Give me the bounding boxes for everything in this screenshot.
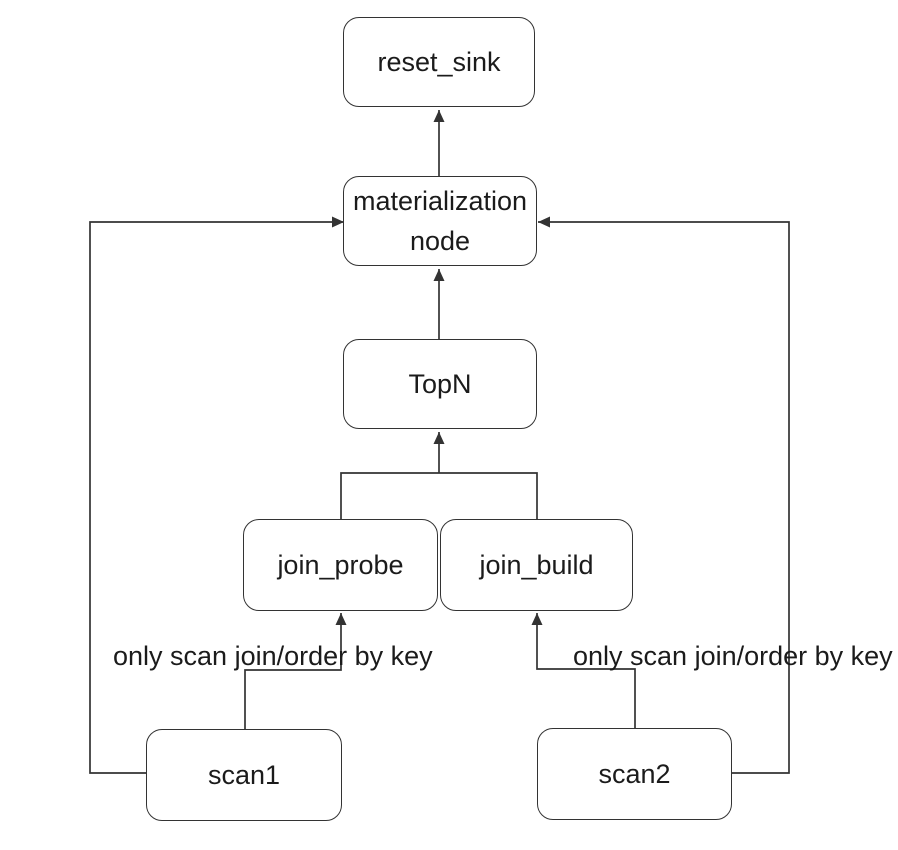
node-scan1-label: scan1 bbox=[207, 760, 281, 790]
node-join-probe-label: join_probe bbox=[277, 550, 404, 580]
edge-scan2-to-materialization bbox=[538, 216, 790, 774]
edge-scan2-to-join-build bbox=[531, 613, 636, 728]
node-join-probe: join_probe bbox=[243, 519, 438, 611]
edge-label-right: only scan join/order by key bbox=[573, 641, 893, 671]
node-materialization-label-line2: node bbox=[409, 226, 471, 256]
node-reset-sink-label: reset_sink bbox=[377, 47, 501, 77]
node-scan2: scan2 bbox=[537, 728, 732, 820]
node-materialization: materialization node bbox=[343, 176, 537, 266]
edge-label-left: only scan join/order by key bbox=[113, 641, 433, 671]
node-scan1: scan1 bbox=[146, 729, 342, 821]
edge-scan1-to-join-probe bbox=[244, 613, 347, 729]
edge-join-merge bbox=[340, 472, 538, 520]
edge-scan1-to-materialization bbox=[89, 216, 344, 774]
node-topn-label: TopN bbox=[408, 369, 472, 399]
node-reset-sink: reset_sink bbox=[343, 17, 535, 107]
node-join-build: join_build bbox=[440, 519, 633, 611]
node-topn: TopN bbox=[343, 339, 537, 429]
node-materialization-label-line1: materialization bbox=[352, 186, 528, 216]
node-scan2-label: scan2 bbox=[598, 759, 671, 789]
node-join-build-label: join_build bbox=[479, 550, 594, 580]
